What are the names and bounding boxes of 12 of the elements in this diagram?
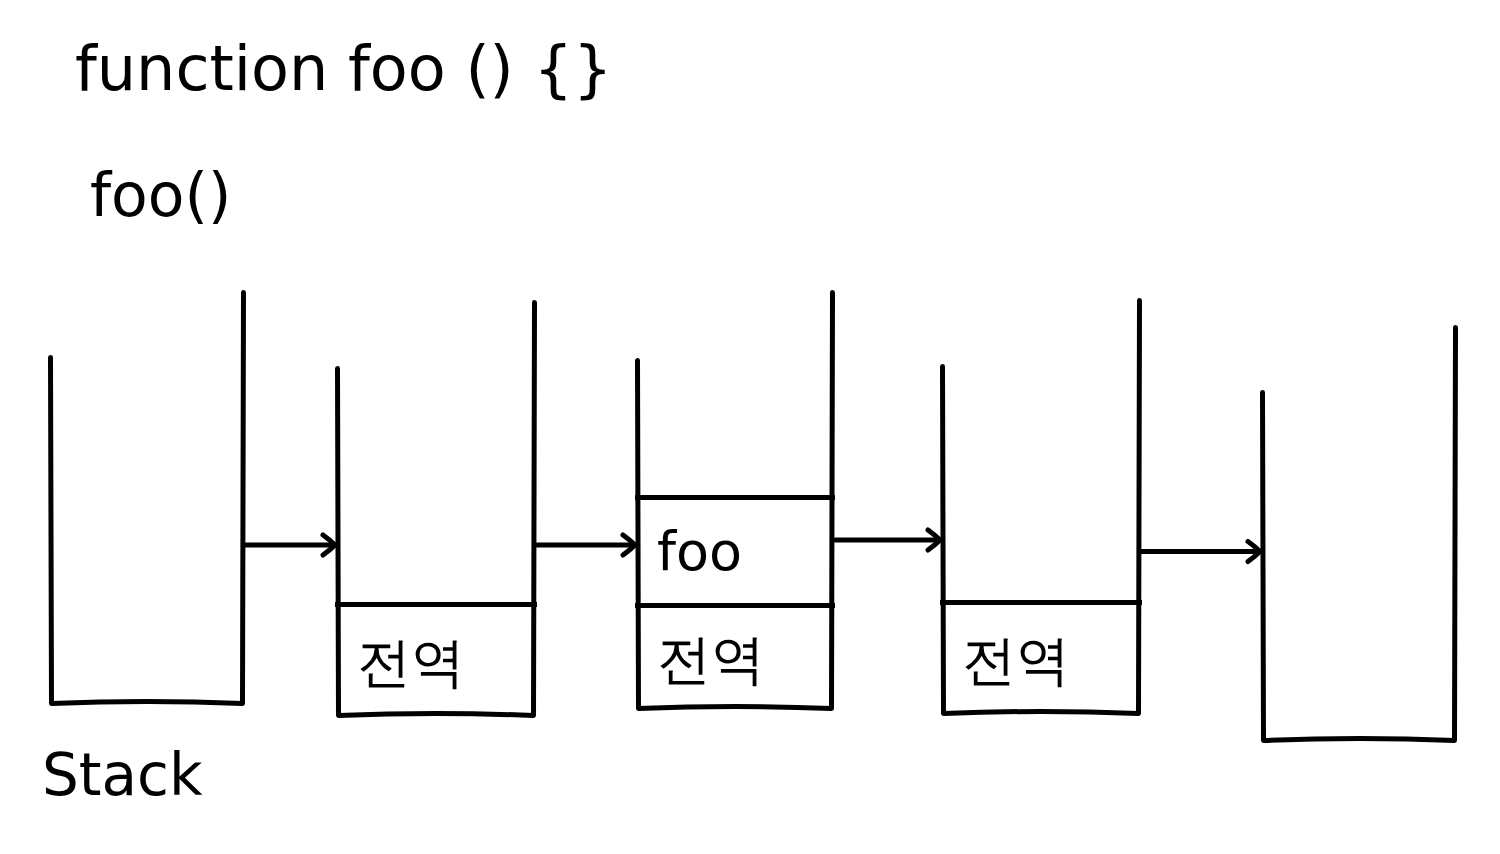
stack-container (1260, 325, 1458, 743)
stack-container (940, 298, 1142, 716)
stack-container (335, 300, 537, 718)
code-text: foo() (90, 165, 232, 225)
stack-frame: 전역 (940, 600, 1142, 716)
stack-frame: 전역 (335, 602, 537, 718)
stack-frame: 전역 (635, 603, 835, 711)
code-text: function foo () {} (75, 38, 613, 100)
stack-container (48, 290, 246, 706)
stack-frame: foo (635, 495, 835, 603)
caption-text: Stack (42, 746, 203, 804)
stack-container (635, 290, 835, 711)
